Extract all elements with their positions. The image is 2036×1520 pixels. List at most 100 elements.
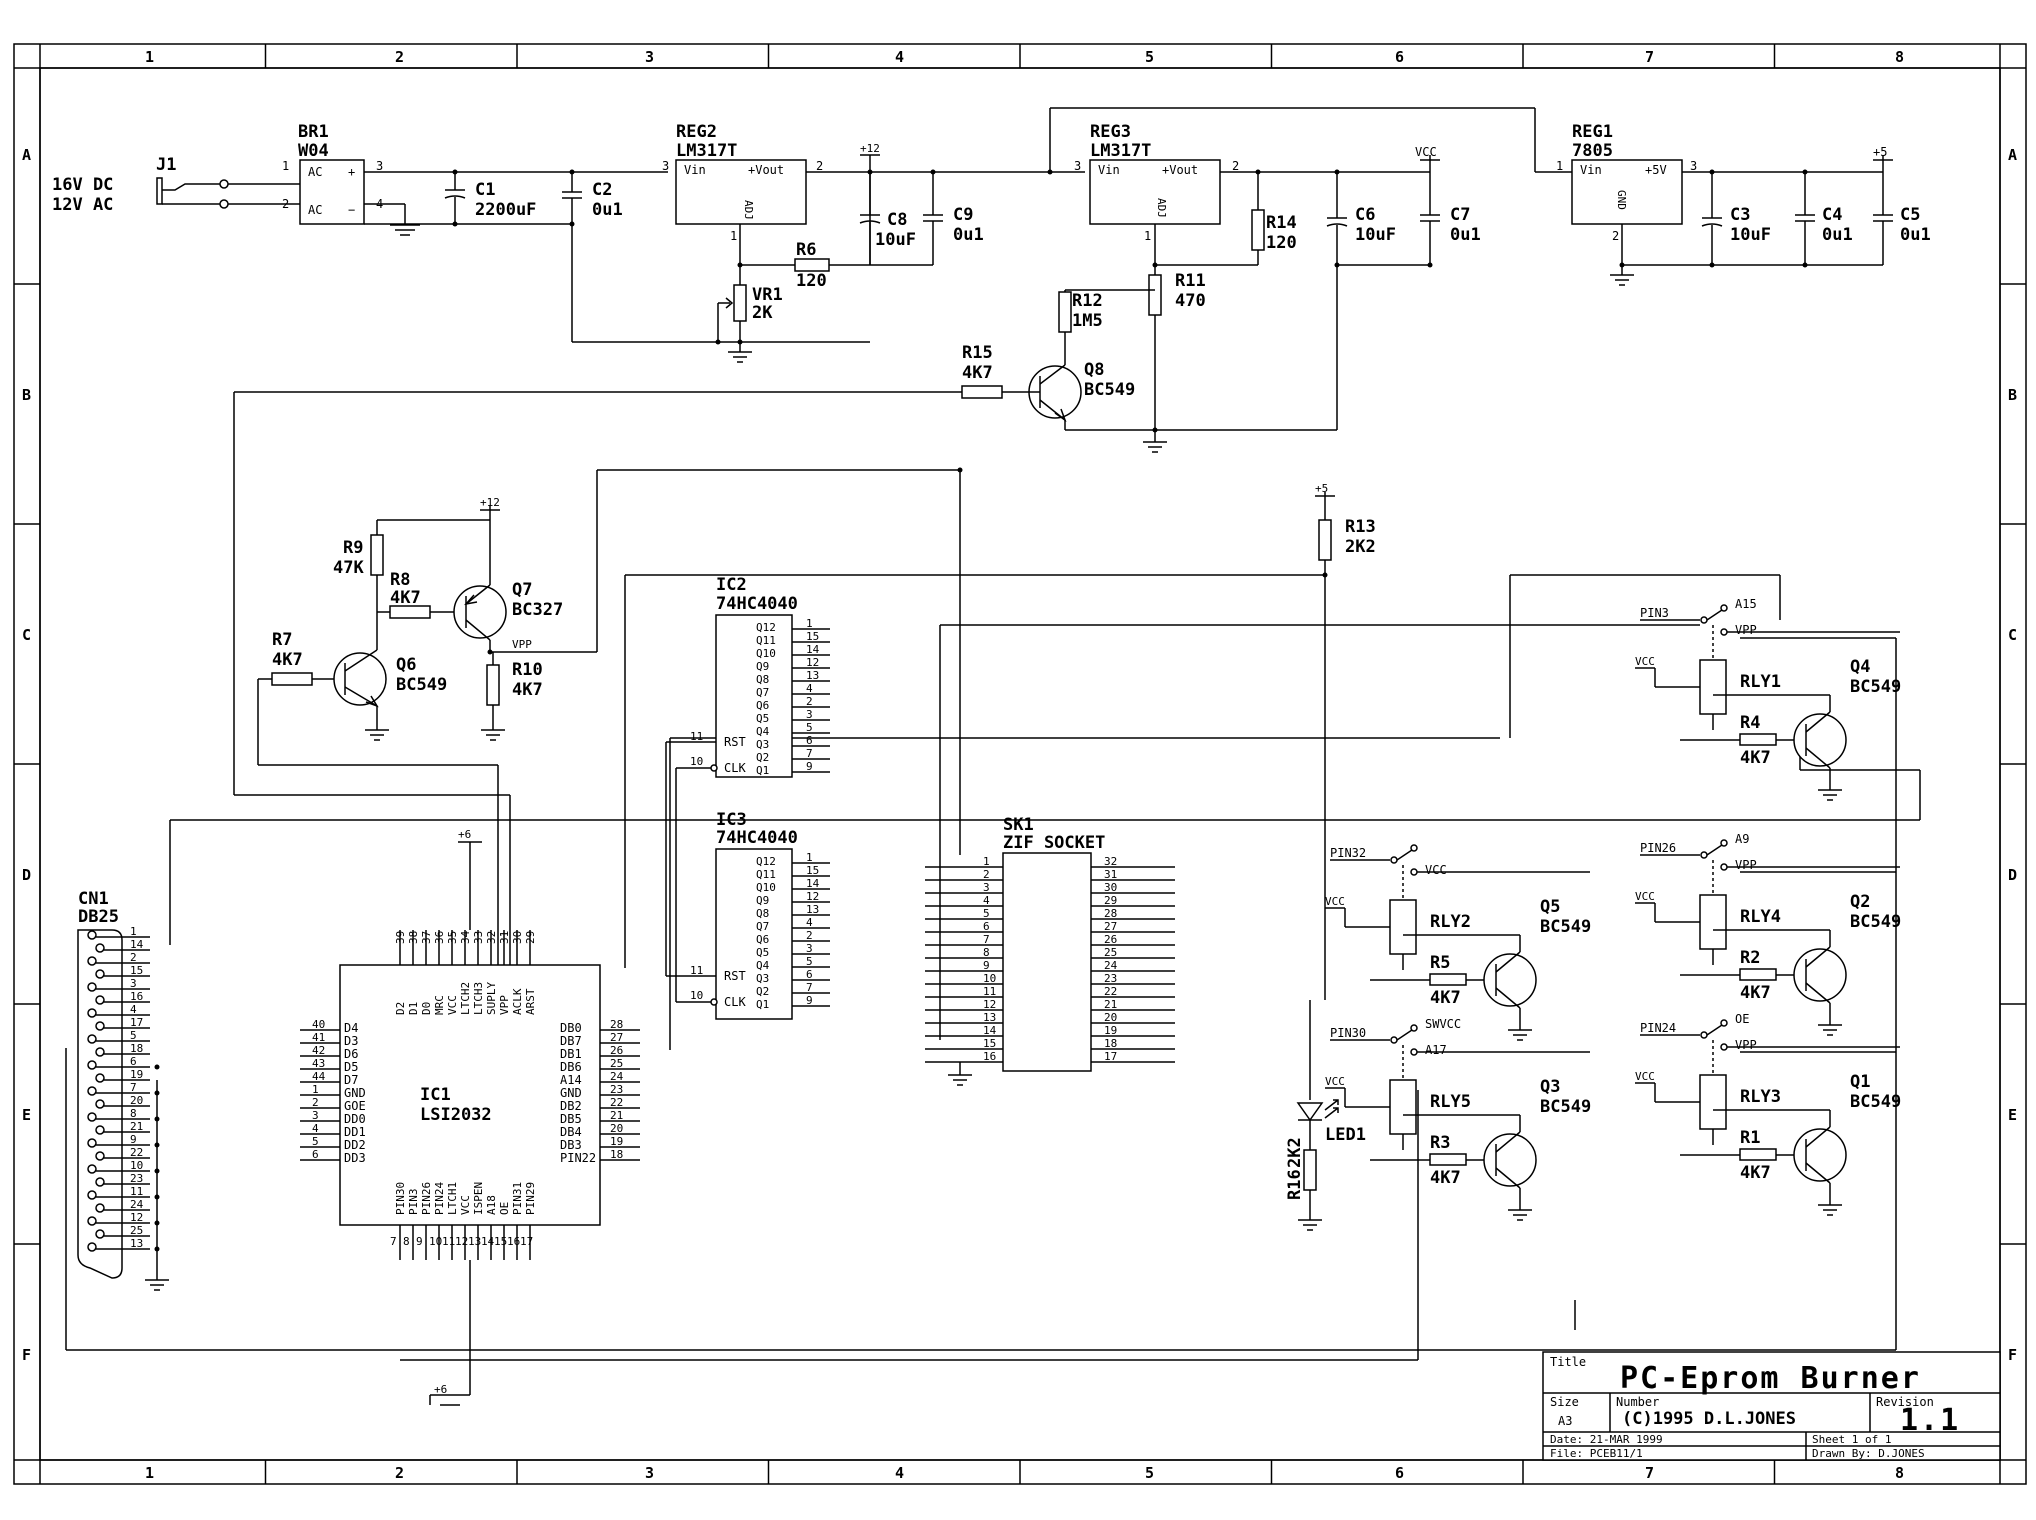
reg1-pin2: 2 (1612, 229, 1619, 243)
ic2-pinnum-3: 12 (806, 656, 819, 669)
ic2-clk-num: 10 (690, 755, 703, 768)
rly1-resistor (1739, 733, 1777, 746)
ic1-pin-t-ltch2: LTCH2 (459, 982, 472, 1015)
rly1-label: RLY1 (1740, 672, 1781, 692)
rly2-label: RLY2 (1430, 912, 1471, 932)
rly4-label: RLY4 (1740, 907, 1781, 927)
r15-value: 4K7 (962, 363, 993, 383)
ic2-pin-q2: Q2 (756, 751, 769, 764)
cn1-pinnum-25: 25 (130, 1224, 143, 1237)
ic2-pinnum-11: 9 (806, 760, 813, 773)
r11-resistor (1148, 274, 1162, 316)
ic3-pinnum-8: 5 (806, 955, 813, 968)
c5-capacitor (1873, 155, 1893, 265)
ic2-pin-q3: Q3 (756, 738, 769, 751)
ic3-pinnum-9: 6 (806, 968, 813, 981)
cn1-pin-20 (95, 1099, 105, 1109)
zone-col-3: 3 (645, 48, 654, 66)
zone-col-7-bottom: 7 (1645, 1464, 1654, 1482)
cn1-pin-3 (87, 982, 97, 992)
ic1-pin-gnd: GND (344, 1086, 366, 1100)
ic3-pinnum-1: 15 (806, 864, 819, 877)
rly5-resistor-label: R3 (1430, 1133, 1450, 1153)
r8-value: 4K7 (390, 588, 421, 608)
r9-resistor (370, 534, 384, 576)
rly2-transistor-value: BC549 (1540, 917, 1591, 937)
br1-bridge (299, 159, 365, 225)
r14-value: 120 (1266, 233, 1297, 253)
sk1-pin-right-21: 21 (1104, 998, 1117, 1011)
ic1-pin-r-db0: DB0 (560, 1021, 582, 1035)
c9-value: 0u1 (953, 225, 984, 245)
ic3-pin-q8: Q8 (756, 907, 769, 920)
ic1-pinnum-40: 40 (312, 1018, 325, 1031)
zone-col-4: 4 (895, 48, 904, 66)
r10-resistor (486, 664, 500, 706)
rly5-label: RLY5 (1430, 1092, 1471, 1112)
ic1-rail-bottom: +6 (434, 1383, 447, 1396)
q6-label: Q6 (396, 655, 416, 675)
rly3-pin-label: PIN24 (1640, 1021, 1676, 1035)
rly4-transistor-label: Q2 (1850, 892, 1870, 912)
sk1-pin-right-26: 26 (1104, 933, 1117, 946)
ic1-pin-b-pin31: PIN31 (511, 1182, 524, 1215)
ic1-pinnum-23: 23 (610, 1083, 623, 1096)
cn1-pinnum-5: 5 (130, 1029, 137, 1042)
ic1-pinnum-17: 17 (520, 1235, 533, 1248)
ic1-pinnum-20: 20 (610, 1122, 623, 1135)
ic3-rst-num: 11 (690, 964, 703, 977)
sk1-pin-right-18: 18 (1104, 1037, 1117, 1050)
cn1-pinnum-3: 3 (130, 977, 137, 990)
cn1-pin-8 (87, 1112, 97, 1122)
zone-col-7: 7 (1645, 48, 1654, 66)
cn1-pinnum-17: 17 (130, 1016, 143, 1029)
rly4-resistor-label: R2 (1740, 948, 1760, 968)
number-label: Number (1616, 1395, 1659, 1409)
sk1-pin-right-24: 24 (1104, 959, 1118, 972)
rly1-pin-label: PIN3 (1640, 606, 1669, 620)
ic1-pin-b-a18: A18 (485, 1195, 498, 1215)
zone-row-d: D (22, 866, 31, 884)
cn1-pinnum-6: 6 (130, 1055, 137, 1068)
cn1-pinnum-7: 7 (130, 1081, 137, 1094)
cn1-pinnum-22: 22 (130, 1146, 143, 1159)
rly3-resistor-label: R1 (1740, 1128, 1760, 1148)
reg3-label: REG3 (1090, 122, 1131, 142)
sheet-text: Sheet 1 of 1 (1812, 1433, 1891, 1446)
ic1-pin-dd2: DD2 (344, 1138, 366, 1152)
cn1-pin-16 (95, 995, 105, 1005)
sk1-pin-left-4: 4 (983, 894, 990, 907)
rly1-coil (1699, 659, 1727, 715)
rly5-vcc-label: VCC (1325, 1075, 1345, 1088)
sk1-pin-right-20: 20 (1104, 1011, 1117, 1024)
sk1-pin-left-6: 6 (983, 920, 990, 933)
ic1-pin-b-pin26: PIN26 (420, 1182, 433, 1215)
ic1-pin-dd0: DD0 (344, 1112, 366, 1126)
ic3-pin-q3: Q3 (756, 972, 769, 985)
c6-value: 10uF (1355, 225, 1396, 245)
cn1-pin-1 (87, 930, 97, 940)
zone-row-a: A (22, 146, 31, 164)
ic2-pin-q1: Q1 (756, 764, 769, 777)
ic1-lsi2032: IC1 LSI2032 D440D341D642D543D744GND1GOE2… (300, 828, 640, 1406)
cn1-pin-14 (95, 943, 105, 953)
vr1-potentiometer (733, 284, 747, 322)
ic3-pin-q1: Q1 (756, 998, 769, 1011)
sk1-pin-left-13: 13 (983, 1011, 996, 1024)
r7-value: 4K7 (272, 650, 303, 670)
reg3-value: LM317T (1090, 141, 1151, 161)
zone-row-f-right: F (2008, 1346, 2017, 1364)
sk1-pin-left-2: 2 (983, 868, 990, 881)
ic3-pin-q5: Q5 (756, 946, 769, 959)
br1-pin2: 2 (282, 197, 289, 211)
ic3-pin-q4: Q4 (756, 959, 770, 972)
sk1-pin-left-8: 8 (983, 946, 990, 959)
drawing-frame (13, 43, 2027, 1485)
ic3-pin-q11: Q11 (756, 868, 776, 881)
ic1-pin-dd1: DD1 (344, 1125, 366, 1139)
ic1-pin-t-mrc: MRC (433, 995, 446, 1015)
sk1-pin-right-25: 25 (1104, 946, 1117, 959)
